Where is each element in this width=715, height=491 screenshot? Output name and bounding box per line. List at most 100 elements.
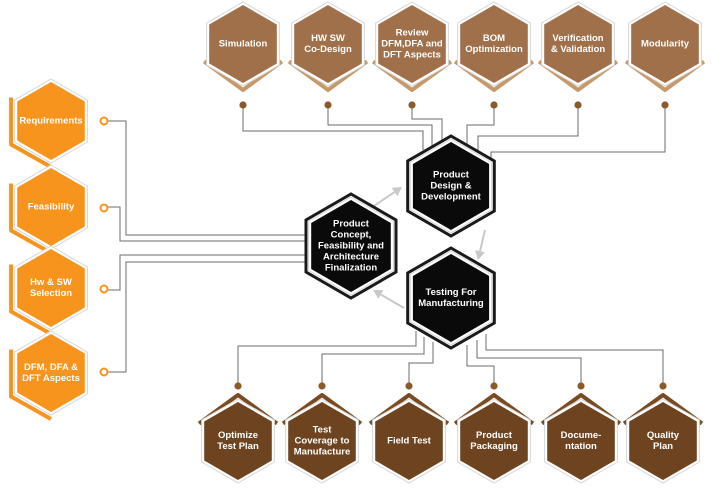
core-node-design-label-line-2: Design & — [430, 181, 471, 192]
left-node-requirements: Requirements — [9, 78, 88, 169]
connector-bottom-dot-4 — [490, 382, 498, 390]
bottom-node-field-test: Field Test — [368, 393, 450, 484]
top-node-review-dfm-dfa-and-dft-aspects-label-line-2: DFM,DFA and — [381, 39, 443, 50]
top-node-verification-validation-label-line-1: Verification — [552, 33, 603, 44]
top-node-bom-optimization-label-line-2: Optimization — [465, 44, 523, 55]
connector-top-dot-5 — [574, 101, 582, 109]
connector-left-3 — [104, 254, 312, 291]
left-node-requirements-label-line-1: Requirements — [19, 116, 82, 127]
connector-top-dot-3 — [408, 101, 416, 109]
top-node-modularity-shape — [631, 5, 699, 83]
left-node-dfm-dfa-dft-aspects-shape — [17, 334, 85, 412]
connector-bottom-dot-6 — [659, 382, 667, 390]
connector-left-4 — [105, 261, 312, 373]
connector-top-dot-1 — [239, 101, 247, 109]
arrow-design-to-testing — [475, 229, 486, 260]
bottom-node-docume-ntation: Docume-ntation — [540, 393, 622, 484]
bottom-node-docume-ntation-label-line-2: ntation — [565, 441, 597, 452]
top-node-verification-validation-label-line-2: & Validation — [551, 44, 606, 55]
bottom-node-quality-plan-label-line-1: Quality — [647, 430, 680, 441]
top-node-review-dfm-dfa-and-dft-aspects-label-line-1: Review — [396, 28, 429, 39]
bottom-node-test-coverage-to-manufacture-shape — [288, 402, 356, 480]
left-node-feasibility: Feasibility — [9, 164, 88, 255]
left-node-hw-sw-selection-shape — [17, 249, 85, 327]
top-node-review-dfm-dfa-and-dft-aspects-shape — [378, 5, 446, 83]
bottom-node-test-coverage-to-manufacture-label-line-3: Manufacture — [294, 447, 350, 458]
connector-bottom-dot-2 — [318, 382, 326, 390]
connector-left-dot-2 — [99, 203, 109, 213]
connector-top-dot-2 — [324, 101, 332, 109]
bottom-node-test-coverage-to-manufacture-label-line-2: Coverage to — [295, 436, 350, 447]
connector-bottom-4 — [466, 345, 495, 386]
core-node-concept-shape — [311, 200, 391, 292]
top-node-modularity: Modularity — [624, 1, 706, 92]
core-node-concept-label-line-5: Finalization — [325, 263, 377, 274]
bottom-node-product-packaging-label-line-2: Packaging — [470, 441, 518, 452]
left-node-hw-sw-selection-label-line-1: Hw & SW — [30, 277, 72, 288]
connector-bottom-1 — [237, 331, 417, 386]
arrow-concept-to-design — [370, 187, 402, 209]
bottom-node-quality-plan-label-line-2: Plan — [653, 441, 673, 452]
top-node-simulation-label-line-1: Simulation — [219, 39, 268, 50]
connector-bottom-dot-5 — [577, 382, 585, 390]
core-node-testing-label-line-1: Testing For — [425, 287, 476, 298]
bottom-node-docume-ntation-shape — [547, 402, 615, 480]
connector-top-3 — [411, 105, 443, 142]
bottom-node-docume-ntation-label-line-1: Docume- — [561, 430, 602, 441]
left-node-hw-sw-selection-accent — [9, 264, 52, 336]
left-node-hw-sw-selection-label-line-2: Selection — [30, 288, 72, 299]
top-node-bom-optimization-shape — [460, 5, 528, 83]
core-node-concept-label-line-1: Product — [333, 219, 370, 230]
top-node-hw-sw-co-design-shape — [294, 5, 362, 83]
connector-top-2 — [327, 105, 433, 146]
bottom-node-field-test-shape — [375, 402, 443, 480]
connector-left-2 — [104, 206, 312, 242]
core-node-design-shape — [412, 142, 490, 230]
left-node-dfm-dfa-dft-aspects-label-line-1: DFM, DFA & — [24, 362, 78, 373]
core-node-concept-label-line-4: Architecture — [323, 252, 379, 263]
top-node-modularity-label-line-1: Modularity — [641, 39, 690, 50]
left-node-feasibility-accent — [9, 183, 52, 255]
core-node-concept-label-line-2: Concept, — [331, 230, 372, 241]
connector-bottom-6 — [485, 334, 664, 386]
bottom-node-product-packaging-shape — [460, 402, 528, 480]
bottom-node-test-coverage-to-manufacture-label-line-1: Test — [313, 425, 333, 436]
bottom-node-quality-plan-shape — [629, 402, 697, 480]
connector-top-dot-6 — [661, 101, 669, 109]
top-node-bom-optimization-label-line-1: BOM — [483, 33, 505, 44]
top-node-simulation-shape — [209, 5, 277, 83]
core-node-testing-label-line-2: Manufacturing — [418, 298, 484, 309]
bottom-node-optimize-test-plan-label-line-2: Test Plan — [217, 441, 259, 452]
connector-top-dot-4 — [490, 101, 498, 109]
left-node-feasibility-label-line-1: Feasibility — [28, 202, 75, 213]
arrow-testing-to-concept — [373, 290, 405, 309]
top-node-verification-validation: Verification& Validation — [537, 1, 619, 92]
bottom-node-field-test-label-line-1: Field Test — [387, 436, 431, 447]
core-node-concept-label-line-3: Feasibility and — [318, 241, 384, 252]
connector-top-4 — [466, 105, 495, 145]
connector-bottom-dot-1 — [234, 382, 242, 390]
connector-top-1 — [242, 105, 424, 150]
top-node-review-dfm-dfa-and-dft-aspects-label-line-3: DFT Aspects — [383, 50, 441, 61]
connector-left-dot-3 — [99, 284, 109, 294]
bottom-node-product-packaging-label-line-1: Product — [476, 430, 513, 441]
connector-top-5 — [477, 105, 579, 152]
left-node-dfm-dfa-dft-aspects-label-line-2: DFT Aspects — [22, 373, 80, 384]
left-node-feasibility-shape — [17, 168, 85, 246]
bottom-node-optimize-test-plan-shape — [204, 402, 272, 480]
top-node-verification-validation-shape — [544, 5, 612, 83]
connector-bottom-2 — [321, 337, 425, 386]
top-node-simulation: Simulation — [202, 1, 284, 92]
bottom-node-optimize-test-plan-label-line-1: Optimize — [218, 430, 258, 441]
left-node-dfm-dfa-dft-aspects-accent — [9, 349, 52, 421]
core-node-design-label-line-3: Development — [421, 192, 481, 203]
